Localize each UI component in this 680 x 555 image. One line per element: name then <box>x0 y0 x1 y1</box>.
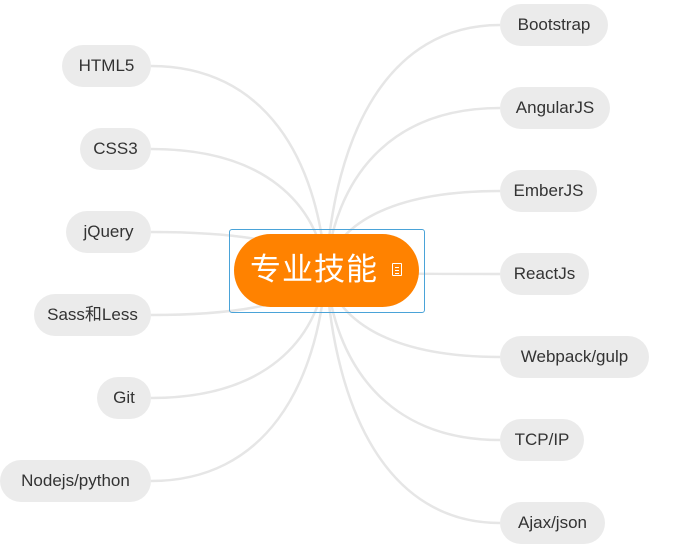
branch-node-html5[interactable]: HTML5 <box>62 45 151 87</box>
branch-node-reactjs[interactable]: ReactJs <box>500 253 589 295</box>
branch-node-tcp-ip[interactable]: TCP/IP <box>500 419 584 461</box>
connector-l0 <box>150 64 328 272</box>
branch-node-webpack-gulp[interactable]: Webpack/gulp <box>500 336 649 378</box>
connector-r6 <box>324 270 501 525</box>
branch-node-sass-less[interactable]: Sass和Less <box>34 294 151 336</box>
branch-node-nodejs-python[interactable]: Nodejs/python <box>0 460 151 502</box>
connector-l5 <box>150 270 328 483</box>
branch-node-git[interactable]: Git <box>97 377 151 419</box>
branch-node-jquery[interactable]: jQuery <box>66 211 151 253</box>
branch-node-css3[interactable]: CSS3 <box>80 128 151 170</box>
connector-r0 <box>324 23 501 272</box>
branch-node-ajax-json[interactable]: Ajax/json <box>500 502 605 544</box>
note-icon[interactable] <box>392 263 402 276</box>
branch-node-angularjs[interactable]: AngularJS <box>500 87 610 129</box>
central-topic-selection-frame[interactable]: 专业技能 <box>229 229 425 313</box>
branch-node-emberjs[interactable]: EmberJS <box>500 170 597 212</box>
central-topic-label: 专业技能 <box>250 252 378 288</box>
central-topic[interactable]: 专业技能 <box>234 234 419 307</box>
branch-node-bootstrap[interactable]: Bootstrap <box>500 4 608 46</box>
